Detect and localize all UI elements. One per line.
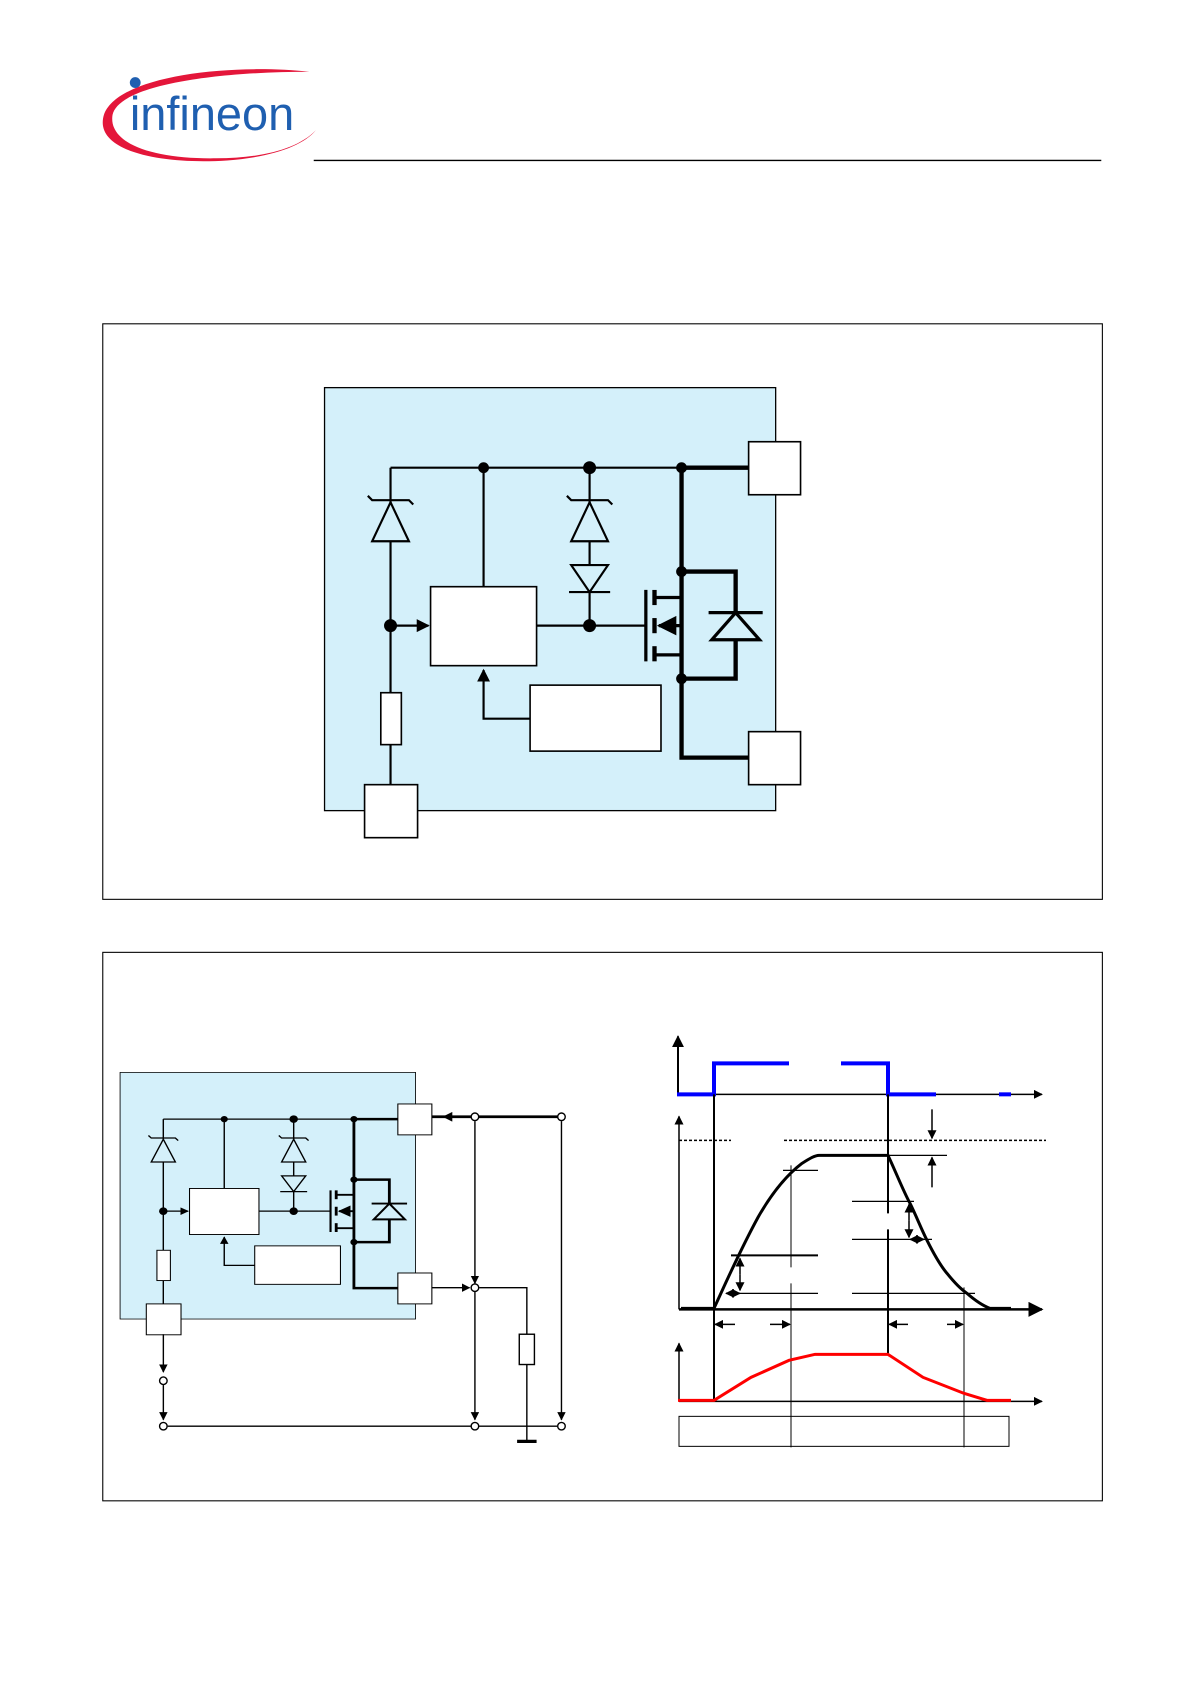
logo-text: infineon	[130, 88, 294, 141]
timing-diagram	[672, 1035, 1047, 1448]
figure-block-diagram	[102, 323, 1103, 900]
output-voltage-curve	[681, 1153, 1012, 1310]
external-wiring	[158, 1111, 566, 1443]
figure-test-circuit-timing	[102, 951, 1103, 1502]
input-signal	[677, 1061, 790, 1097]
infineon-logo: infineon	[102, 69, 316, 162]
phase-bar	[678, 1415, 1010, 1447]
figure-frame	[102, 951, 1103, 1502]
current-curve	[678, 1352, 1012, 1402]
chip-block-diagram	[325, 388, 801, 838]
chip-test-circuit	[120, 1072, 432, 1334]
figure-frame	[102, 323, 1103, 900]
